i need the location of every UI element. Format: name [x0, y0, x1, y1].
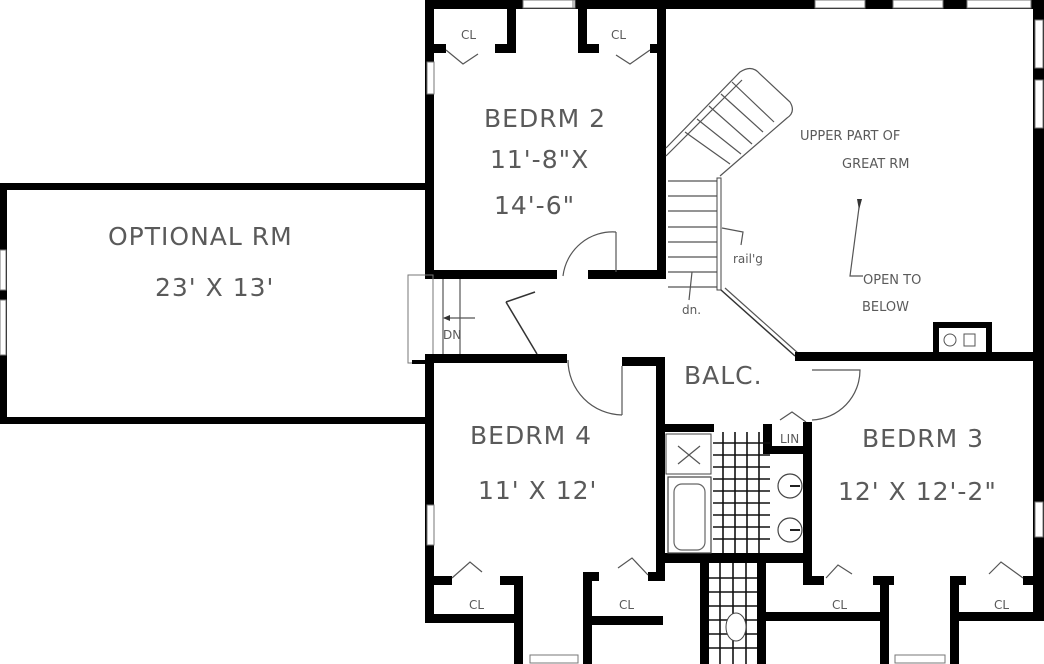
closet-label: CL	[994, 598, 1009, 612]
hall-door[interactable]	[505, 291, 536, 303]
side-stair-down-label: DN	[443, 328, 461, 342]
bedroom-3: CL CL BEDRM 3 12' X 12'-2"	[766, 424, 1044, 664]
bedroom-4-size: 11' X 12'	[478, 476, 597, 505]
bedroom-4-label: BEDRM 4	[470, 421, 592, 450]
sink-icon	[777, 473, 803, 499]
optional-room-label: OPTIONAL RM	[108, 222, 293, 251]
balcony-label: BALC.	[684, 361, 763, 390]
bathroom: LIN	[656, 422, 812, 664]
bedroom-3-label: BEDRM 3	[862, 424, 984, 453]
optional-room: OPTIONAL RM 23' X 13'	[0, 183, 430, 424]
side-stair[interactable]: DN	[407, 274, 475, 364]
linen-closet-label: LIN	[780, 432, 799, 446]
toilet-icon	[725, 612, 747, 642]
tile-floor	[713, 432, 770, 553]
bedroom-2-label: BEDRM 2	[484, 104, 606, 133]
great-room-label: UPPER PART OF	[800, 129, 900, 144]
sink-icon	[777, 517, 803, 543]
exterior-walls	[425, 0, 1044, 622]
open-to-below-label-2: BELOW	[862, 300, 909, 315]
staircase[interactable]: dn. rail'g	[665, 67, 800, 357]
balcony: BALC.	[684, 361, 861, 423]
great-room-label-2: GREAT RM	[842, 157, 910, 172]
bedroom-4-door[interactable]	[567, 359, 623, 416]
bedroom-3-size: 12' X 12'-2"	[838, 477, 997, 506]
optional-room-size: 23' X 13'	[155, 273, 274, 302]
bedroom-4: CL CL BEDRM 4 11' X 12'	[425, 354, 665, 664]
bedroom-2-door[interactable]	[562, 231, 617, 277]
railing-label: rail'g	[733, 252, 763, 266]
closet-label: CL	[461, 28, 476, 42]
bedroom-2-size-2: 14'-6"	[494, 191, 575, 220]
open-to-below-label: OPEN TO	[863, 273, 921, 288]
stair-down-label: dn.	[682, 303, 701, 317]
great-room-upper: UPPER PART OF GREAT RM OPEN TO BELOW	[795, 129, 1044, 361]
bedroom-2: CL CL BEDRM 2 11'-8"X 14'-6"	[425, 0, 666, 279]
closet-label: CL	[611, 28, 626, 42]
closet-label: CL	[832, 598, 847, 612]
bedroom-2-size: 11'-8"X	[490, 145, 589, 174]
closet-label: CL	[469, 598, 484, 612]
closet-label: CL	[619, 598, 634, 612]
bedroom-3-door[interactable]	[811, 369, 861, 421]
